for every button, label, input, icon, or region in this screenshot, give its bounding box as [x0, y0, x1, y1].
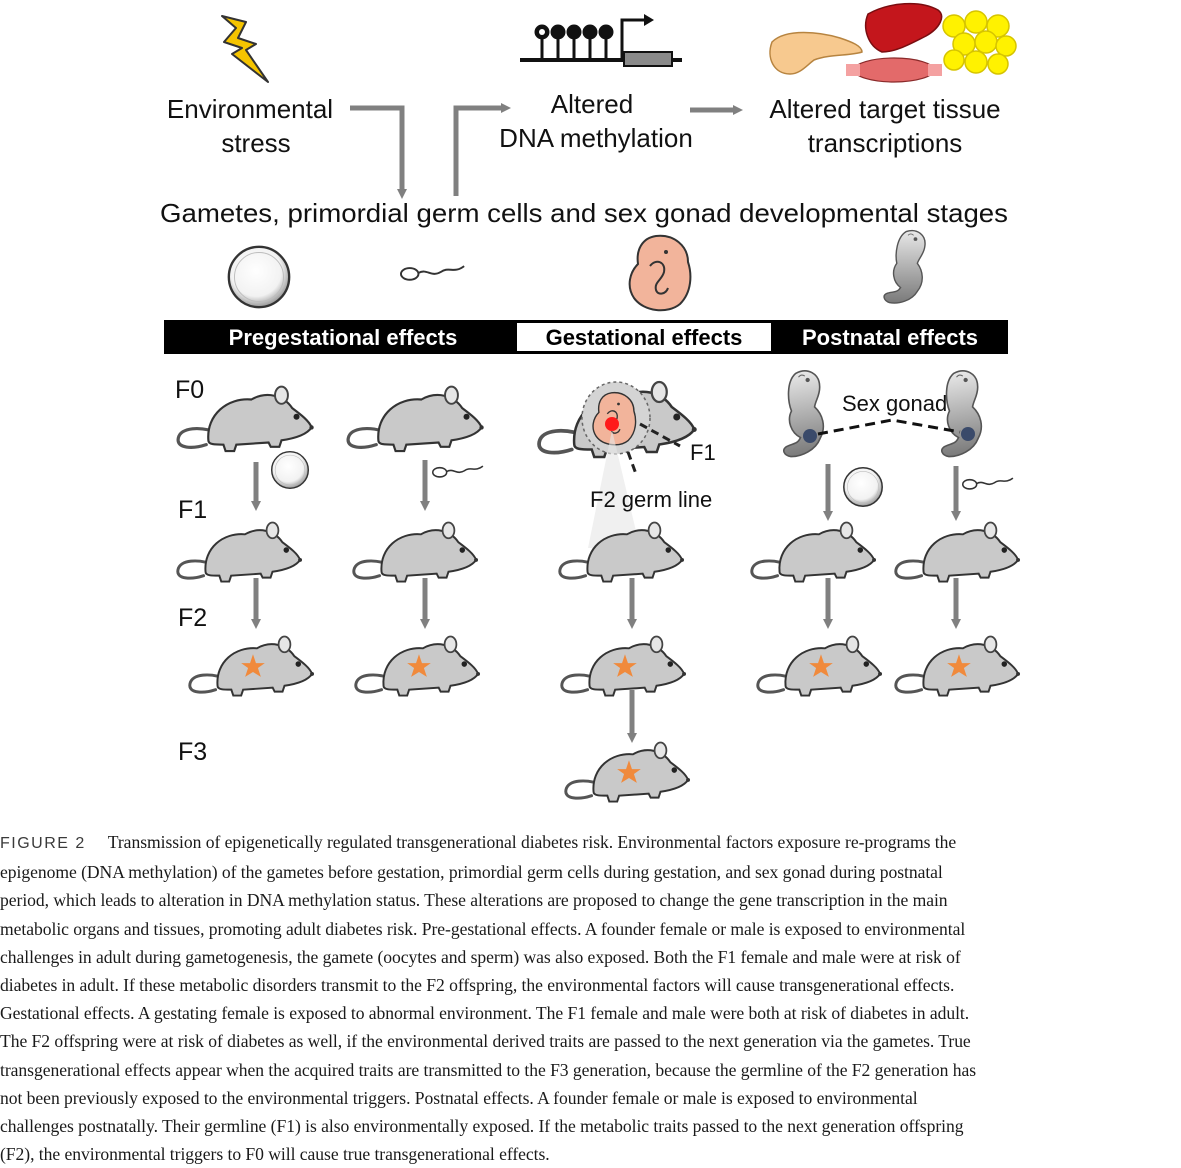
methylation-label-line2: DNA methylation	[499, 123, 693, 153]
caption-line-5: challenges in adult during gametogenesis…	[0, 946, 961, 967]
egg-icon	[227, 245, 291, 309]
pup-icon	[883, 229, 926, 304]
mouse-f3-col3	[566, 742, 690, 801]
egg-icon-col4	[843, 467, 883, 507]
caption-line-12: (F2), the environmental triggers to F0 w…	[0, 1144, 550, 1165]
figure-diagram: Environmental stress Altered DNA methyla…	[160, 2, 1022, 820]
generation-f3: F3	[178, 738, 207, 766]
mouse-f2-col2	[356, 636, 480, 695]
figure-caption: FIGURE 2 Transmission of epigenetically r…	[0, 828, 1181, 1168]
lightning-icon	[221, 15, 269, 83]
caption-line-7: Gestational effects. A gestating female …	[0, 1003, 970, 1024]
tissue-label-line1: Altered target tissue	[769, 94, 1000, 124]
organs-icon	[769, 2, 1017, 83]
mouse-f2-col1	[190, 636, 314, 695]
arrow-gametes-to-methylation	[453, 103, 511, 196]
sperm-icon-col2	[431, 465, 484, 478]
arrow-stress-to-gametes	[350, 105, 407, 199]
mouse-f0-male	[346, 384, 486, 453]
egg-icon-col1	[271, 451, 309, 489]
caption-line-8: The F2 offspring were at risk of diabete…	[0, 1031, 971, 1052]
gestating-mother	[539, 382, 697, 548]
mouse-f2-col5	[896, 636, 1020, 695]
generation-f0: F0	[175, 376, 204, 404]
caption-line-11: challenges postnatally. Their germline (…	[0, 1116, 964, 1137]
generation-f1: F1	[178, 496, 207, 524]
mouse-f1-col1	[176, 520, 304, 584]
caption-line-6: diabetes in adult. If these metabolic di…	[0, 975, 955, 996]
methylation-label-line1: Altered	[551, 89, 633, 119]
dna-methylation-icon	[520, 14, 682, 67]
caption-line-1: Transmission of epigenetically regulated…	[107, 832, 957, 852]
caption-line-10: not been previously exposed to the envir…	[0, 1087, 918, 1108]
figure-label: FIGURE 2	[0, 835, 86, 852]
gestational-label: Gestational effects	[546, 325, 743, 350]
mouse-f1-col4	[750, 520, 878, 584]
mouse-f2-col3	[562, 636, 686, 695]
postnatal-label: Postnatal effects	[802, 325, 978, 350]
effects-bar: Pregestational effects Gestational effec…	[164, 320, 1008, 354]
caption-line-9: transgenerational effects appear when th…	[0, 1059, 977, 1080]
stages-title: Gametes, primordial germ cells and sex g…	[160, 198, 1008, 228]
sex-gonad-label: Sex gonad	[842, 391, 947, 416]
caption-line-3: period, which leads to alteration in DNA…	[0, 890, 948, 911]
caption-line: FIGURE 2 Transmission of epigenetically r…	[0, 828, 1181, 858]
embryo-icon	[628, 234, 692, 312]
stress-label-line1: Environmental	[167, 94, 333, 124]
stress-label-line2: stress	[221, 128, 290, 158]
gonad-female	[803, 429, 817, 443]
gonad-link	[817, 418, 961, 436]
pregestational-label: Pregestational effects	[229, 325, 458, 350]
tissue-label-line2: transcriptions	[808, 128, 963, 158]
caption-line-4: metabolic organs and tissues, promoting …	[0, 918, 966, 939]
pup-f0-female	[769, 367, 832, 460]
mouse-f2-col4	[758, 636, 882, 695]
gonad-male	[961, 427, 975, 441]
sperm-icon-col5	[961, 477, 1014, 490]
caption-line-2: epigenome (DNA methylation) of the gamet…	[0, 862, 943, 883]
mouse-f1-col5	[894, 520, 1022, 584]
f2-germ-line-label: F2 germ line	[590, 487, 712, 512]
sperm-icon	[399, 265, 466, 281]
f1-embryo-label: F1	[690, 440, 716, 465]
mouse-f1-col2	[352, 520, 480, 584]
generation-f2: F2	[178, 604, 207, 632]
